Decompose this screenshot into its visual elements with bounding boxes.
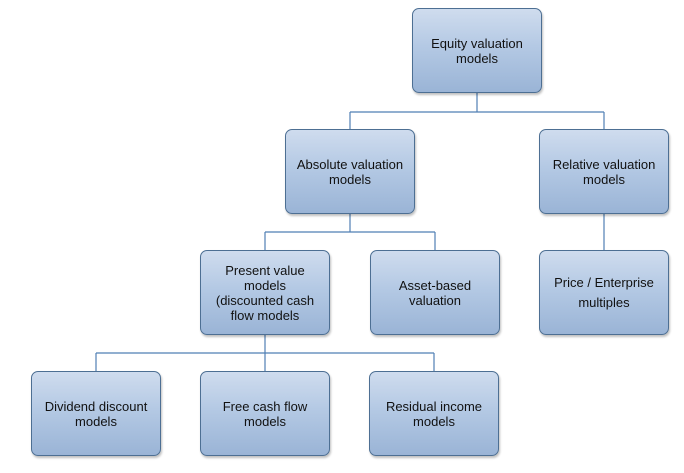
node-text: multiples <box>578 295 630 310</box>
node-text: (discounted cash <box>215 292 315 308</box>
node-text: Relative valuation <box>552 156 656 172</box>
node-text: models <box>244 413 286 429</box>
node-text: models <box>244 277 286 293</box>
node-text: Dividend discount <box>44 398 148 414</box>
node-absolute-valuation-models: Absolute valuation models <box>285 129 415 214</box>
node-dividend-discount-models: Dividend discount models <box>31 371 161 456</box>
node-text: models <box>456 50 498 66</box>
node-text: flow models <box>230 307 300 323</box>
node-present-value-models: Present value models (discounted cash fl… <box>200 250 330 335</box>
node-relative-valuation-models: Relative valuation models <box>539 129 669 214</box>
node-text: Absolute valuation <box>296 156 404 172</box>
node-text: Present value <box>225 262 305 278</box>
node-text: models <box>413 413 455 429</box>
node-text: models <box>75 413 117 429</box>
node-text: valuation <box>408 292 462 308</box>
node-residual-income-models: Residual income models <box>369 371 499 456</box>
node-text: models <box>583 171 625 187</box>
node-text: Free cash flow <box>222 398 308 414</box>
node-equity-valuation-models: Equity valuation models <box>412 8 542 93</box>
node-text: models <box>329 171 371 187</box>
node-asset-based-valuation: Asset-based valuation <box>370 250 500 335</box>
node-text: Price / Enterprise <box>554 275 654 290</box>
node-text: Equity valuation <box>431 35 523 51</box>
node-free-cash-flow-models: Free cash flow models <box>200 371 330 456</box>
node-price-enterprise-multiples: Price / Enterprise multiples <box>539 250 669 335</box>
node-text: Residual income <box>385 398 483 414</box>
node-text: Asset-based <box>398 277 472 293</box>
